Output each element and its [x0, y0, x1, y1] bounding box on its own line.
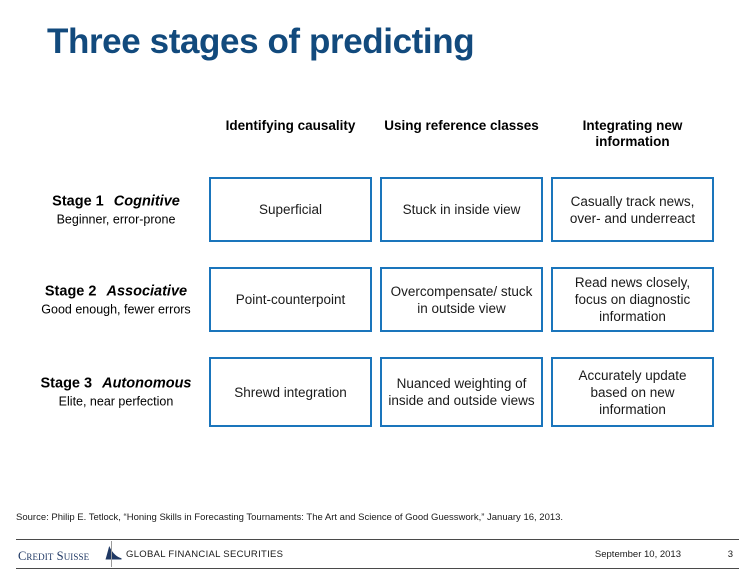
page-title: Three stages of predicting — [47, 22, 475, 61]
column-header-integrating-new-information: Integrating new information — [582, 118, 683, 149]
stage-heading-2: Stage 2 Associative — [28, 282, 204, 300]
credit-suisse-wordmark: Credit Suisse — [18, 549, 90, 563]
stage-description-2: Good enough, fewer errors — [41, 302, 191, 316]
matrix-cell-r3c3: Accurately update based on new informati… — [551, 357, 714, 427]
table-row: Stage 3 Autonomous Elite, near perfection… — [0, 357, 755, 427]
table-row: Stage 1 Cognitive Beginner, error-prone S… — [0, 177, 755, 242]
matrix-cell-r2c3: Read news closely, focus on diagnostic i… — [551, 267, 714, 332]
matrix-cell-r3c1: Shrewd integration — [209, 357, 372, 427]
column-header-identifying-causality: Identifying causality — [225, 118, 356, 133]
source-note: Source: Philip E. Tetlock, “Honing Skill… — [16, 512, 564, 523]
slide-footer: Credit Suisse GLOBAL FINANCIAL SECURITIE… — [16, 539, 739, 569]
sail-icon — [105, 546, 122, 560]
stage-heading-1: Stage 1 Cognitive — [28, 192, 204, 210]
matrix-cell-r1c3: Casually track news, over- and underreac… — [551, 177, 714, 242]
stage-label-2: Stage 2 Associative Good enough, fewer er… — [28, 282, 204, 317]
stage-heading-3: Stage 3 Autonomous — [28, 375, 204, 393]
matrix-cell-r1c1: Superficial — [209, 177, 372, 242]
stage-number-2: Stage 2 — [44, 283, 97, 299]
matrix-column-headers: Identifying causality Using reference cl… — [0, 118, 755, 170]
stage-name-1: Cognitive — [113, 193, 180, 209]
stage-description-1: Beginner, error-prone — [56, 212, 176, 226]
table-row: Stage 2 Associative Good enough, fewer er… — [0, 267, 755, 332]
footer-page-number: 3 — [727, 549, 733, 560]
credit-suisse-logo: Credit Suisse — [18, 545, 128, 565]
stage-number-3: Stage 3 — [40, 375, 93, 392]
matrix-cell-r1c2: Stuck in inside view — [380, 177, 543, 242]
stage-name-3: Autonomous — [102, 375, 192, 392]
matrix-cell-r2c2: Overcompensate/ stuck in outside view — [380, 267, 543, 332]
stage-description-3: Elite, near perfection — [58, 394, 174, 409]
footer-date: September 10, 2013 — [594, 549, 681, 560]
matrix-cell-r2c1: Point-counterpoint — [209, 267, 372, 332]
stage-label-1: Stage 1 Cognitive Beginner, error-prone — [28, 192, 204, 227]
stage-label-3: Stage 3 Autonomous Elite, near perfection — [28, 375, 204, 410]
stage-name-2: Associative — [106, 283, 188, 299]
column-header-using-reference-classes: Using reference classes — [384, 118, 539, 133]
matrix-cell-r3c2: Nuanced weighting of inside and outside … — [380, 357, 543, 427]
stage-number-1: Stage 1 — [52, 193, 104, 209]
footer-business-unit: GLOBAL FINANCIAL SECURITIES — [126, 549, 284, 560]
footer-divider — [111, 541, 112, 567]
